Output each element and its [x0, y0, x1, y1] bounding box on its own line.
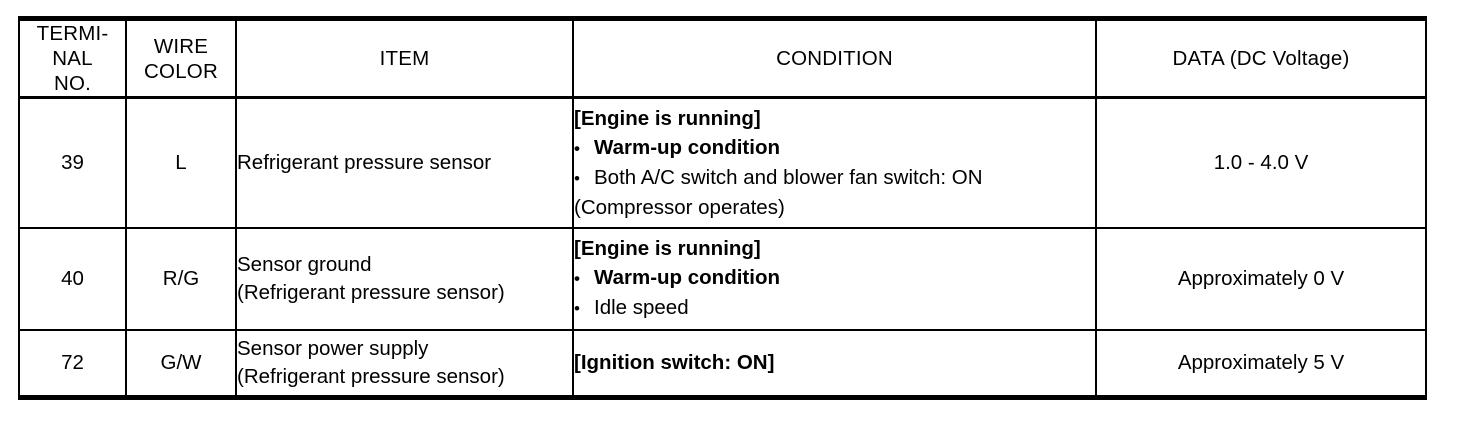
table-header: TERMI- NAL NO. WIRE COLOR ITEM CONDITION… [18, 16, 1427, 99]
header-line-1: TERMI- [36, 22, 109, 45]
condition-heading: [Engine is running] [574, 106, 761, 130]
condition-bullet-item: • Both A/C switch and blower fan switch: … [574, 163, 1095, 193]
cell-wire-color: R/G [125, 226, 237, 331]
header-row: TERMI- NAL NO. WIRE COLOR ITEM CONDITION… [18, 16, 1427, 99]
condition-heading: [Ignition switch: ON] [574, 351, 775, 375]
header-line-2: COLOR [144, 59, 218, 83]
item-line: Sensor ground [237, 252, 372, 276]
item-line: Sensor power supply [237, 336, 429, 360]
header-line-1: WIRE [153, 34, 209, 58]
item-line: (Refrigerant pressure sensor) [237, 280, 505, 304]
condition-bullet-item: • Idle speed [574, 293, 1095, 323]
item-line: (Refrigerant pressure sensor) [237, 364, 505, 388]
cell-condition: [Engine is running] • Warm-up condition •… [572, 226, 1097, 331]
column-header-data: DATA (DC Voltage) [1095, 16, 1427, 99]
cell-data-voltage: Approximately 5 V [1095, 328, 1427, 400]
item-line: Refrigerant pressure sensor [237, 150, 492, 174]
column-header-condition: CONDITION [572, 16, 1097, 99]
cell-data-voltage: Approximately 0 V [1095, 226, 1427, 331]
bullet-icon: • [574, 138, 580, 158]
cell-terminal-no: 39 [18, 96, 127, 229]
bullet-icon: • [574, 168, 580, 188]
condition-bullet-item: • Warm-up condition [574, 263, 1095, 293]
cell-terminal-no: 72 [18, 328, 127, 400]
bullet-icon: • [574, 299, 580, 318]
condition-bullet-text: Idle speed [594, 296, 689, 319]
cell-data-voltage: 1.0 - 4.0 V [1095, 96, 1427, 229]
condition-heading: [Engine is running] [574, 237, 761, 260]
terminal-spec-table: TERMI- NAL NO. WIRE COLOR ITEM CONDITION… [18, 16, 1427, 400]
condition-bullet-text: Warm-up condition [594, 266, 780, 289]
cell-terminal-no: 40 [18, 226, 127, 331]
header-line-3: NO. [53, 72, 92, 95]
condition-bullet-text: Both A/C switch and blower fan switch: O… [594, 165, 983, 189]
header-line-2: NAL [52, 47, 93, 70]
table-row: 39 L Refrigerant pressure sensor [Engine… [18, 96, 1427, 229]
cell-item: Sensor power supply (Refrigerant pressur… [235, 328, 574, 400]
bullet-icon: • [574, 269, 580, 288]
cell-item: Refrigerant pressure sensor [235, 96, 574, 229]
condition-bullet-item: • Warm-up condition [574, 133, 1095, 163]
cell-condition: [Ignition switch: ON] [572, 328, 1097, 400]
column-header-item: ITEM [235, 16, 574, 99]
column-header-wire-color: WIRE COLOR [125, 16, 237, 99]
column-header-terminal-no: TERMI- NAL NO. [18, 16, 127, 99]
table-row: 40 R/G Sensor ground (Refrigerant pressu… [18, 226, 1427, 331]
condition-note: (Compressor operates) [574, 195, 785, 219]
table-body: 39 L Refrigerant pressure sensor [Engine… [18, 96, 1427, 400]
condition-bullet-text: Warm-up condition [594, 135, 780, 159]
cell-wire-color: L [125, 96, 237, 229]
cell-condition: [Engine is running] • Warm-up condition •… [572, 96, 1097, 229]
table-row: 72 G/W Sensor power supply (Refrigerant … [18, 328, 1427, 400]
cell-item: Sensor ground (Refrigerant pressure sens… [235, 226, 574, 331]
cell-wire-color: G/W [125, 328, 237, 400]
